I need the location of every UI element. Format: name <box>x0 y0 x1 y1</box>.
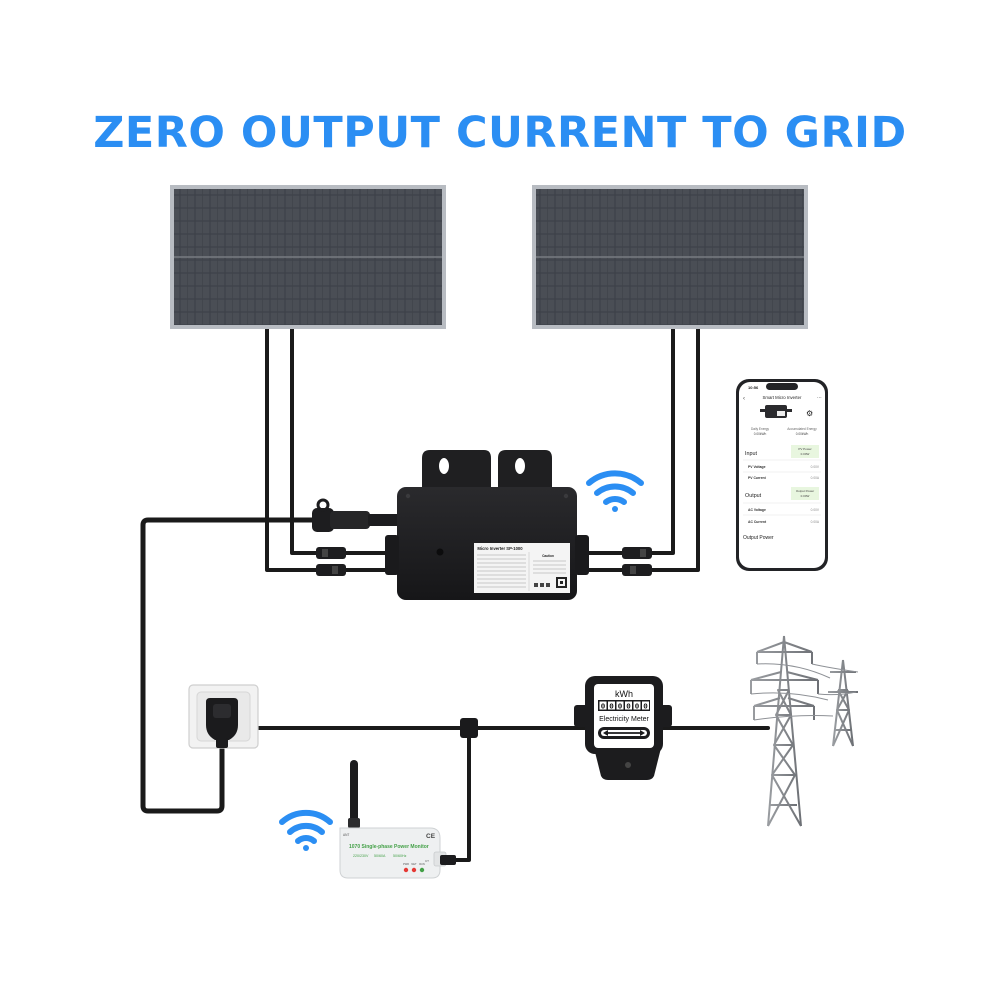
monitor-led-label-1: PWR <box>403 862 409 866</box>
inverter-rating-label: Micro Inverter SP-1000 Caution <box>474 543 570 593</box>
pv-voltage-value: 0.00V <box>811 465 820 469</box>
meter-name: Electricity Meter <box>599 716 649 723</box>
accum-energy-label: Accumulated Energy <box>787 427 817 431</box>
meter-digit-4: 0 <box>626 704 631 712</box>
mc4-connectors-right <box>622 547 652 576</box>
monitor-spec-voltage: 220/230V <box>353 854 369 858</box>
solar-panel-right <box>532 185 808 329</box>
ac-current-label: AC Current <box>748 520 767 524</box>
meter-digit-1: 0 <box>601 704 606 712</box>
monitor-antenna-label: ANT <box>343 833 349 837</box>
output-power-label: Output Power <box>796 489 814 493</box>
monitor-spec-freq: 50/60Hz <box>393 854 407 858</box>
right-panel-cable-b <box>648 326 700 572</box>
monitor-led-label-2: NET <box>411 862 417 866</box>
monitor-led-label-3: RUN <box>419 862 425 866</box>
monitor-spec-current: 50/60A <box>374 854 386 858</box>
phone-menu-icon[interactable]: ⋯ <box>817 395 822 401</box>
smartphone-icon <box>736 379 828 571</box>
meter-digit-display: 0 0 0 0 0 0 <box>598 700 650 712</box>
page-title: ZERO OUTPUT CURRENT TO GRID <box>93 108 907 158</box>
meter-digit-6: 0 <box>643 704 648 712</box>
ct-cable <box>438 733 471 862</box>
left-panel-cable-b <box>290 326 320 555</box>
plug-icon <box>206 698 238 748</box>
pv-power-value: 0.00W <box>801 452 810 456</box>
bottom-output-power-header: Output Power <box>743 535 774 541</box>
meter-digit-2: 0 <box>609 704 614 712</box>
right-panel-cable-a <box>648 326 675 555</box>
monitor-port-label: CT <box>425 859 429 863</box>
phone-status-time: 10:56 <box>748 385 759 390</box>
wifi-icon <box>586 470 644 512</box>
power-monitor: ANT CE 1070 Single-phase Power Monitor 2… <box>339 760 456 879</box>
ac-output-cable <box>140 517 343 814</box>
ac-voltage-value: 0.00V <box>811 508 820 512</box>
cable-network <box>140 326 770 862</box>
meter-dial-icon <box>598 727 650 739</box>
ac-voltage-label: AC Voltage <box>748 508 766 512</box>
monitor-wifi-icon <box>279 809 333 851</box>
inverter-label-title: Micro Inverter SP-1000 <box>477 546 523 551</box>
monitor-led-run <box>419 867 425 873</box>
electricity-meter: kWh 0 0 0 0 0 0 Electricity Meter <box>574 676 672 780</box>
phone-back-icon[interactable]: ‹ <box>743 396 745 402</box>
monitor-led-network <box>411 867 417 873</box>
pv-voltage-label: PV Voltage <box>748 465 766 469</box>
monitor-title: 1070 Single-phase Power Monitor <box>349 844 429 850</box>
solar-panel-icon <box>170 185 446 329</box>
pv-current-value: 0.00A <box>811 476 820 480</box>
daily-energy-value: 0.00kWh <box>754 432 767 436</box>
antenna-icon <box>348 760 360 828</box>
daily-energy-label: Daily Energy <box>751 427 769 431</box>
meter-digit-3: 0 <box>618 704 623 712</box>
wall-outlet <box>188 684 259 749</box>
ce-mark-icon: CE <box>426 833 436 840</box>
ac-current-value: 0.00A <box>811 520 820 524</box>
phone-settings-icon[interactable]: ⚙ <box>806 409 813 418</box>
mc4-connectors-left <box>316 547 346 576</box>
ct-clamp <box>460 718 478 738</box>
smartphone: 10:56 ‹ Smart Micro Inverter ⋯ ⚙ Daily E… <box>736 379 828 571</box>
solar-panel-left <box>170 185 446 329</box>
phone-device-thumbnail <box>760 405 792 418</box>
micro-inverter: Micro Inverter SP-1000 Caution <box>312 450 589 600</box>
inverter-label-side: Caution <box>542 554 554 558</box>
monitor-led-power <box>403 867 409 873</box>
pv-power-label: PV Power <box>798 447 811 451</box>
ac-connector <box>312 498 400 532</box>
output-header: Output <box>745 493 762 499</box>
meter-unit: kWh <box>615 689 633 699</box>
output-power-value: 0.00W <box>801 494 810 498</box>
meter-digit-5: 0 <box>635 704 640 712</box>
phone-app-title: Smart Micro Inverter <box>763 395 802 400</box>
left-panel-cable-a <box>265 326 320 572</box>
power-tower-icon <box>750 635 859 827</box>
accum-energy-value: 0.00kWh <box>796 432 809 436</box>
pv-current-label: PV Current <box>748 476 767 480</box>
input-header: Input <box>745 451 757 457</box>
